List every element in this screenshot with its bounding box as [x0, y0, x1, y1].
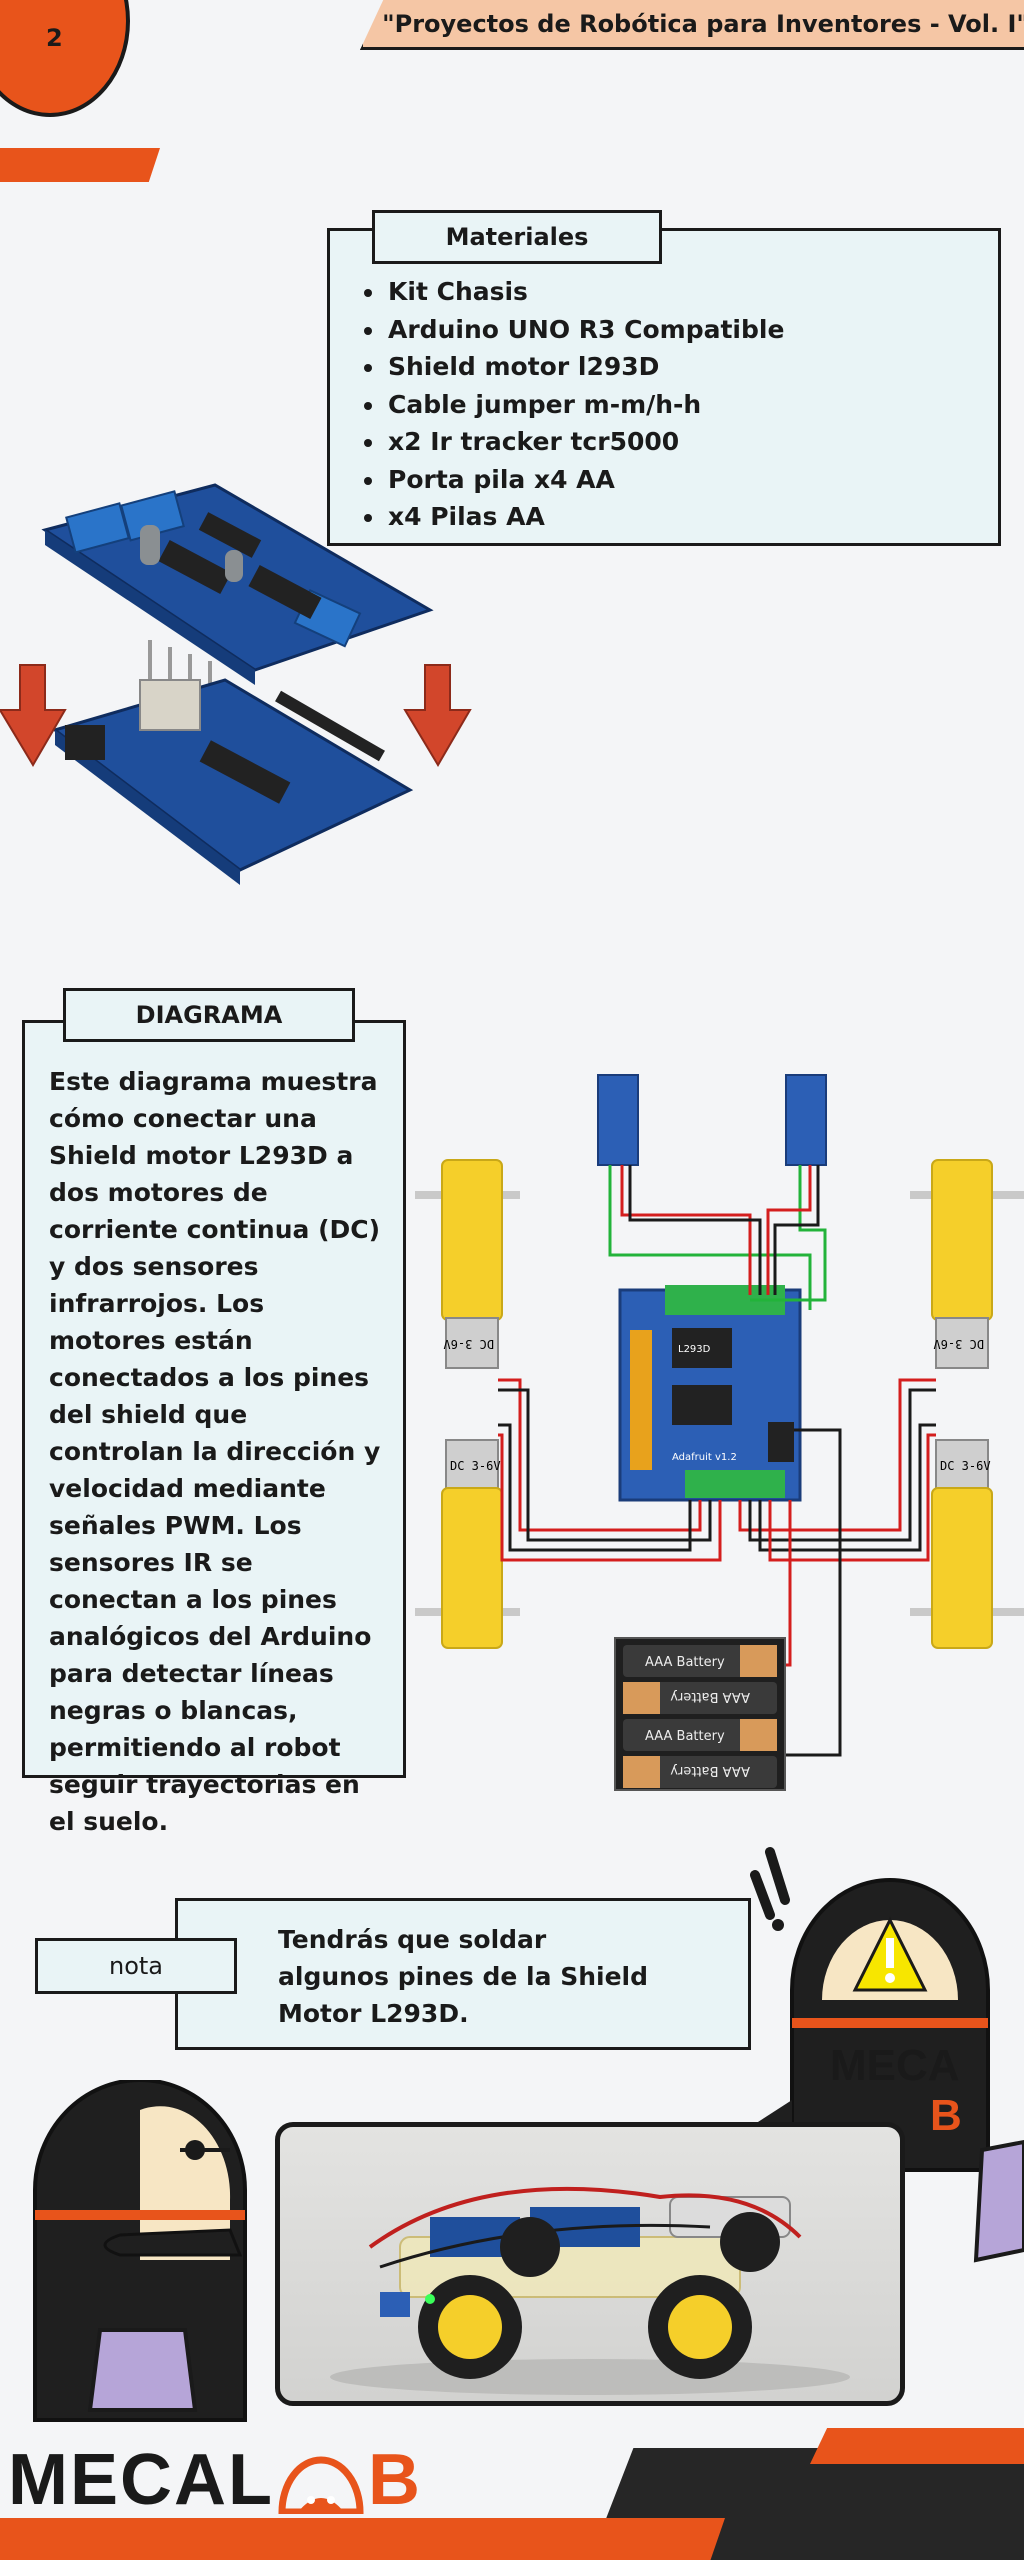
- mascot-right-illustration: MECA B: [730, 1847, 1024, 2263]
- shield-chip-label: L293D: [678, 1344, 711, 1355]
- page-number-badge: 2: [0, 0, 130, 117]
- materials-title: Materiales: [445, 223, 589, 251]
- robot-car-photo: [275, 2122, 905, 2406]
- diagram-description: Este diagrama muestra cómo conectar una …: [49, 1067, 381, 1836]
- header-accent-bar: [0, 148, 160, 182]
- header-title-banner: "Proyectos de Robótica para Inventores -…: [360, 0, 1024, 50]
- mascot-logo-top: MECA: [830, 2041, 960, 2090]
- arduino-shield-illustration: [0, 483, 472, 885]
- note-panel: Tendrás que soldar algunos pines de la S…: [175, 1898, 751, 2050]
- diagram-title: DIAGRAMA: [135, 1001, 283, 1029]
- list-item: Arduino UNO R3 Compatible: [386, 311, 784, 349]
- list-item: x4 Pilas AA: [386, 498, 784, 536]
- brand-logo-text-end: B: [367, 2440, 422, 2520]
- list-item: x2 Ir tracker tcr5000: [386, 423, 784, 461]
- motor-label: DC 3-6V: [940, 1459, 991, 1473]
- shield-brand-label: Adafruit v1.2: [672, 1452, 737, 1463]
- note-tab-label: nota: [108, 1952, 163, 1980]
- book-title: "Proyectos de Robótica para Inventores -…: [382, 9, 1024, 38]
- brand-logo-text: MECAL: [8, 2440, 274, 2520]
- robot-car-image: [330, 2186, 850, 2395]
- mascot-logo-bottom: B: [930, 2091, 962, 2140]
- page-number: 2: [46, 24, 63, 52]
- list-item: Shield motor l293D: [386, 348, 784, 386]
- brand-logo: MECAL B: [8, 2440, 422, 2520]
- battery-label: AAA Battery: [645, 1655, 725, 1670]
- motor-label: DC 3-6V: [933, 1337, 984, 1351]
- motor-label: DC 3-6V: [450, 1459, 501, 1473]
- note-tab: nota: [35, 1938, 237, 1994]
- list-item: Cable jumper m-m/h-h: [386, 386, 784, 424]
- motor-label: DC 3-6V: [443, 1337, 494, 1351]
- materials-panel: Kit Chasis Arduino UNO R3 Compatible Shi…: [327, 228, 1001, 546]
- diagram-text-panel: Este diagrama muestra cómo conectar una …: [22, 1020, 406, 1836]
- list-item: Porta pila x4 AA: [386, 461, 784, 499]
- battery-label: AAA Battery: [670, 1689, 750, 1704]
- brand-logo-face-icon: [278, 2450, 364, 2516]
- materials-list: Kit Chasis Arduino UNO R3 Compatible Shi…: [350, 273, 784, 536]
- footer-accent-bottom: [0, 2518, 725, 2560]
- footer-accent-top: [810, 2428, 1024, 2464]
- wiring-diagram: DC 3-6V DC 3-6V DC 3-6V DC 3-6V L293D Ad…: [415, 1074, 1024, 1791]
- mascot-left-illustration: [33, 2080, 247, 2422]
- diagram-title-tab: DIAGRAMA: [63, 988, 355, 1042]
- list-item: Kit Chasis: [386, 273, 784, 311]
- materials-title-tab: Materiales: [372, 210, 662, 264]
- battery-label: AAA Battery: [645, 1729, 725, 1744]
- note-text: Tendrás que soldar algunos pines de la S…: [278, 1925, 648, 2028]
- battery-label: AAA Battery: [670, 1763, 750, 1778]
